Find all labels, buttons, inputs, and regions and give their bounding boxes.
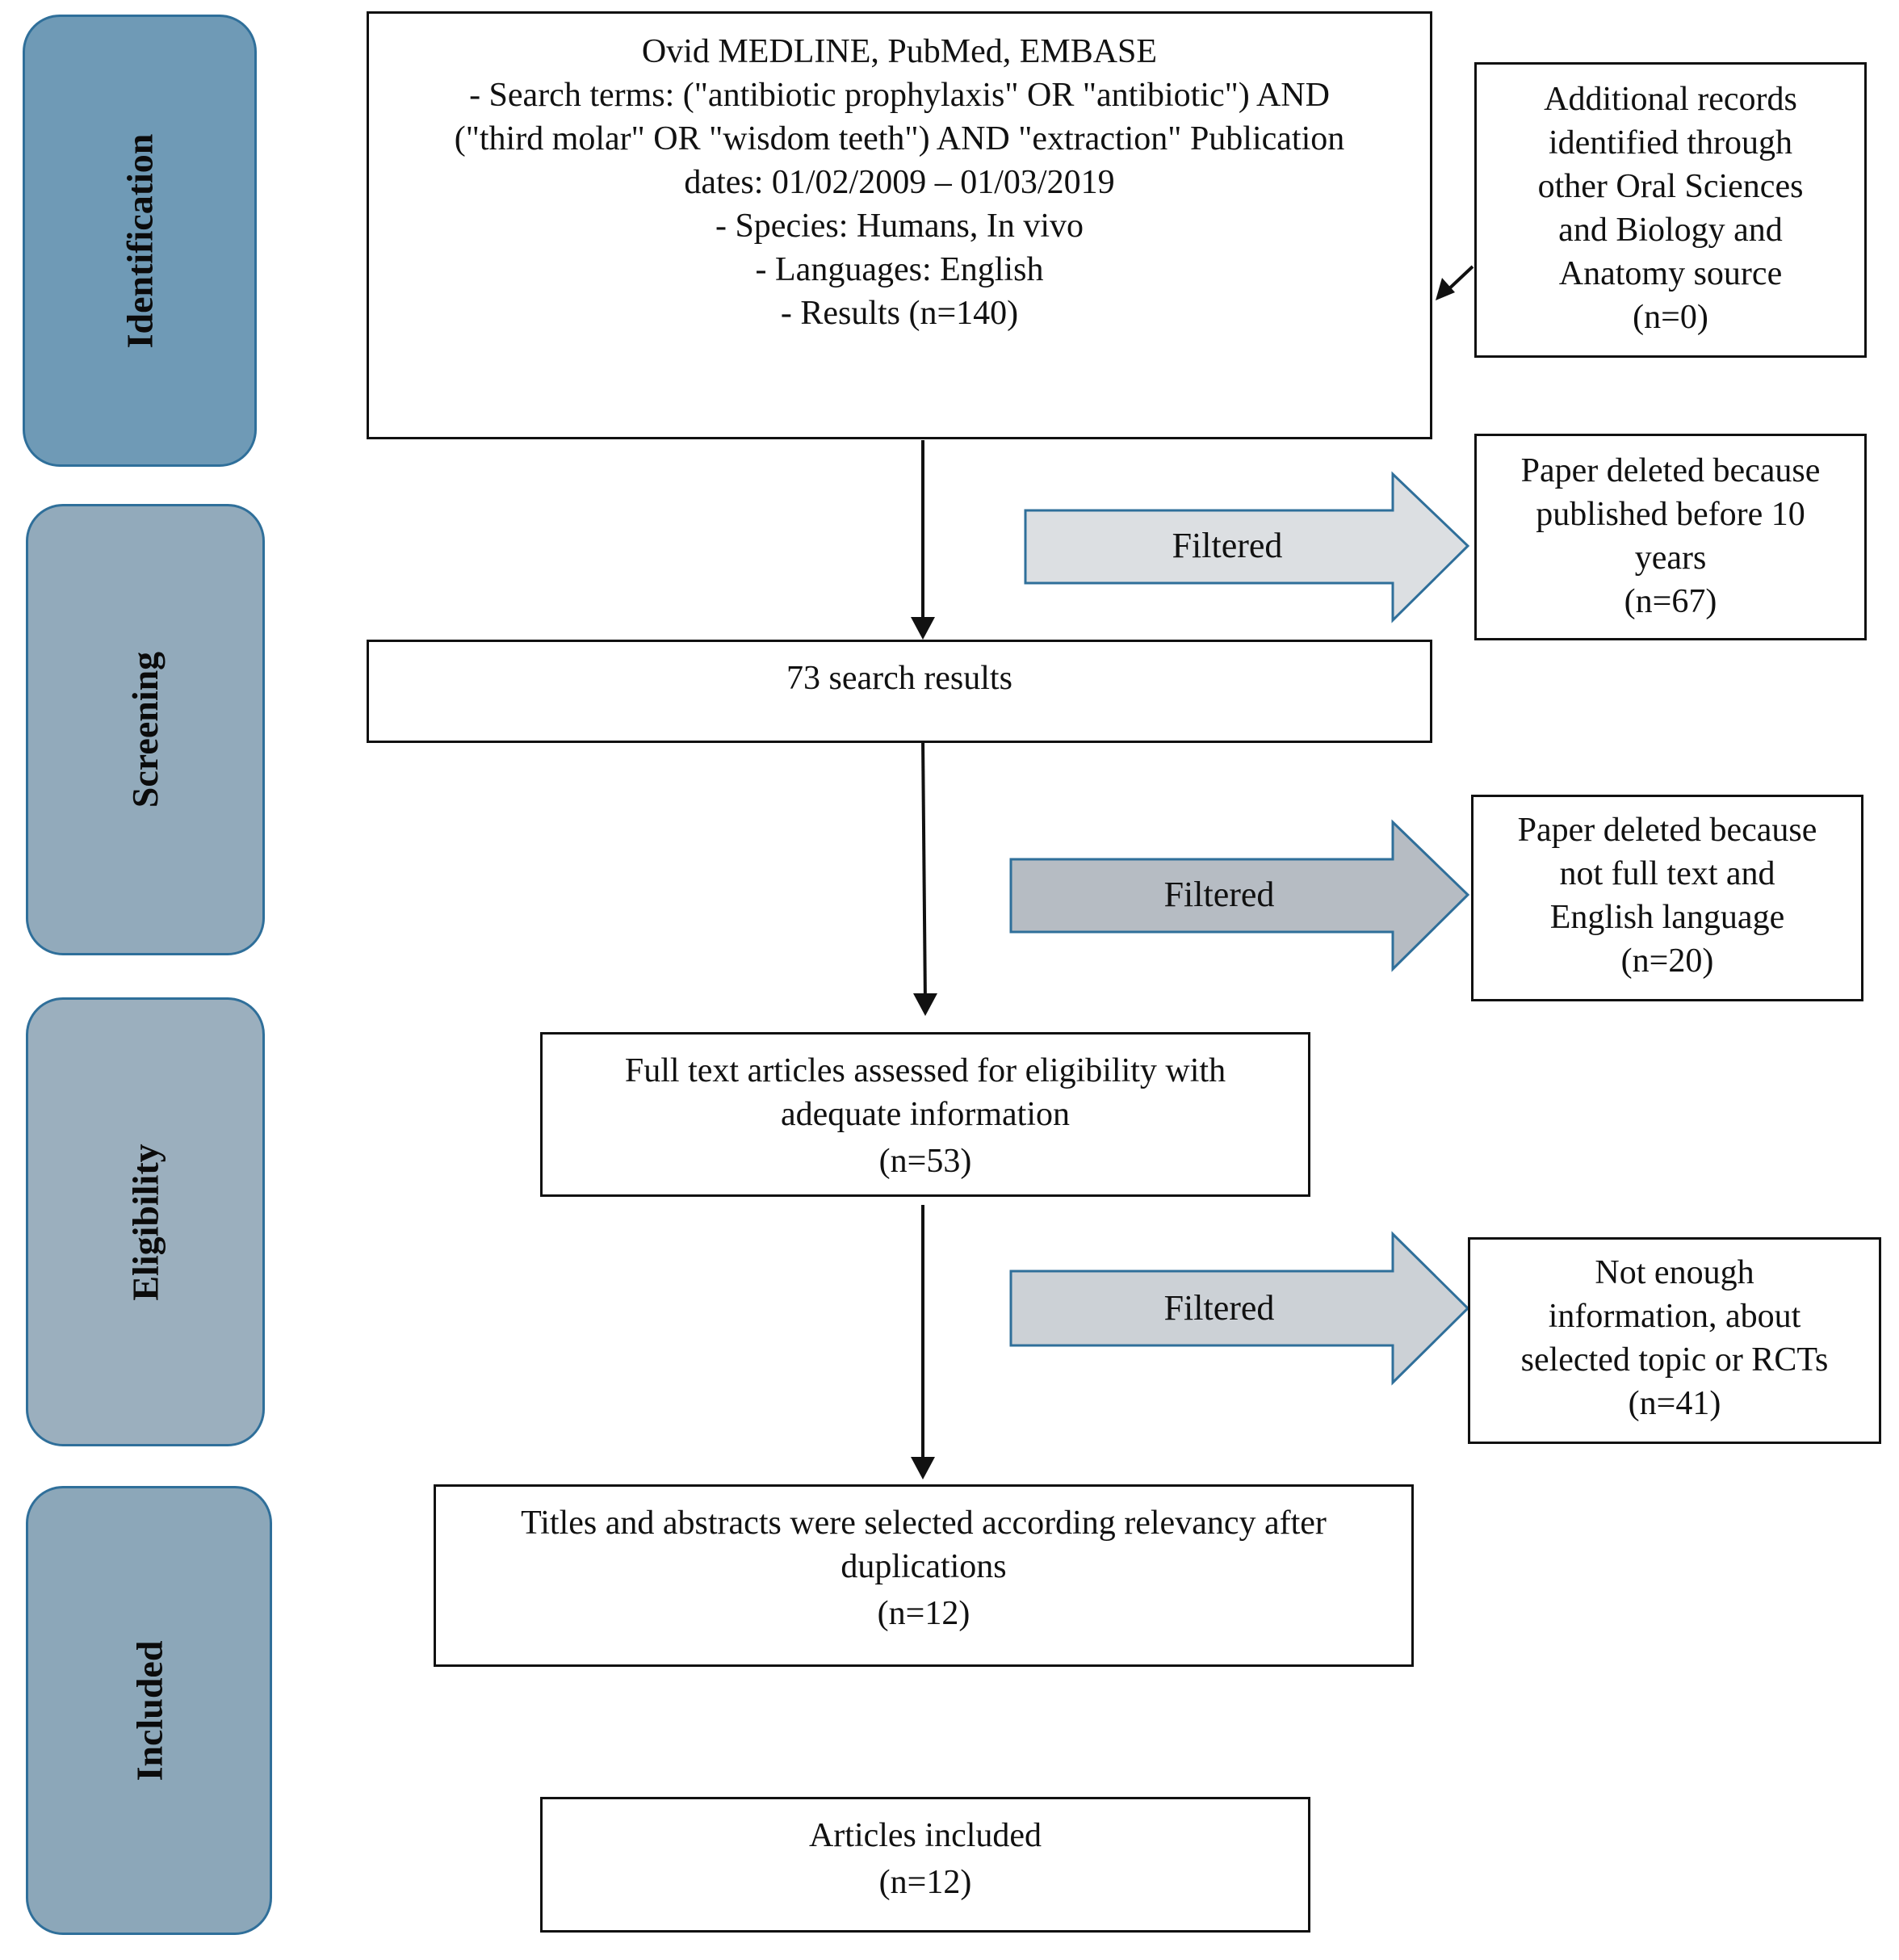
excluded-box-1: Paper deleted because published before 1… <box>1474 434 1867 640</box>
eligibility-line: Full text articles assessed for eligibil… <box>624 1052 1226 1089</box>
additional-line: (n=0) <box>1633 299 1708 336</box>
filter-label-3: Filtered <box>1163 1288 1275 1328</box>
filter-arrow-2 <box>1009 819 1470 972</box>
excluded-line: selected topic or RCTs <box>1520 1341 1829 1379</box>
arrowhead-2 <box>913 993 937 1016</box>
filter-arrow-3 <box>1009 1231 1470 1386</box>
stage-eligibility: Eligibility <box>26 997 265 1446</box>
excluded-line: English language <box>1549 899 1785 936</box>
identification-line: - Results (n=140) <box>780 295 1019 332</box>
excluded-box-2: Paper deleted because not full text and … <box>1471 795 1863 1001</box>
arrowhead-additional <box>1436 278 1455 300</box>
included-line: Articles included <box>808 1817 1042 1854</box>
identification-line: dates: 01/02/2009 – 01/03/2019 <box>684 164 1115 201</box>
excluded-line: published before 10 <box>1536 496 1805 533</box>
excluded-line: Paper deleted because <box>1517 812 1817 849</box>
filter-label-2: Filtered <box>1163 875 1275 914</box>
identification-line: ("third molar" OR "wisdom teeth") AND "e… <box>454 120 1345 157</box>
stage-label: Identification <box>119 133 161 348</box>
additional-line: other Oral Sciences <box>1537 168 1804 205</box>
additional-line: Anatomy source <box>1558 255 1783 292</box>
identification-line: Ovid MEDLINE, PubMed, EMBASE <box>641 33 1158 70</box>
stage-label: Included <box>128 1640 170 1781</box>
eligibility-box: Full text articles assessed for eligibil… <box>540 1032 1310 1197</box>
stage-included: Included <box>26 1486 272 1935</box>
excluded-line: Paper deleted because <box>1520 452 1821 489</box>
titles-line: duplications <box>841 1548 1007 1585</box>
titles-box: Titles and abstracts were selected accor… <box>434 1484 1414 1667</box>
excluded-box-3: Not enough information, about selected t… <box>1468 1237 1881 1444</box>
excluded-line: (n=20) <box>1620 942 1714 980</box>
identification-line: - Species: Humans, In vivo <box>715 208 1084 245</box>
excluded-line: years <box>1634 539 1707 577</box>
additional-line: and Biology and <box>1558 212 1783 249</box>
titles-line: Titles and abstracts were selected accor… <box>521 1505 1327 1542</box>
arrowhead-3 <box>911 1457 935 1479</box>
excluded-line: (n=67) <box>1624 583 1717 620</box>
stage-screening: Screening <box>26 504 265 955</box>
titles-line: (n=12) <box>877 1595 970 1632</box>
stage-label: Screening <box>124 651 166 808</box>
eligibility-line: (n=53) <box>878 1143 972 1180</box>
excluded-line: (n=41) <box>1628 1385 1721 1422</box>
filter-label-1: Filtered <box>1172 526 1283 565</box>
included-line: (n=12) <box>878 1864 972 1901</box>
identification-line: - Languages: English <box>755 251 1044 288</box>
excluded-line: information, about <box>1548 1298 1801 1335</box>
stage-label: Eligibility <box>124 1143 166 1301</box>
excluded-line: not full text and <box>1559 855 1775 892</box>
eligibility-line: adequate information <box>780 1096 1071 1133</box>
identification-box: Ovid MEDLINE, PubMed, EMBASE - Search te… <box>367 11 1432 439</box>
additional-records-box: Additional records identified through ot… <box>1474 62 1867 358</box>
additional-line: Additional records <box>1544 81 1797 118</box>
arrowhead-1 <box>911 617 935 640</box>
arrow-screening-to-eligibility <box>921 738 927 1006</box>
excluded-line: Not enough <box>1595 1254 1754 1291</box>
included-box: Articles included (n=12) <box>540 1797 1310 1933</box>
identification-line: - Search terms: ("antibiotic prophylaxis… <box>469 77 1330 114</box>
screening-result-text: 73 search results <box>786 660 1012 697</box>
stage-identification: Identification <box>23 15 257 467</box>
filter-arrow-1 <box>1024 471 1470 623</box>
additional-line: identified through <box>1548 124 1793 162</box>
screening-result-box: 73 search results <box>367 640 1432 743</box>
